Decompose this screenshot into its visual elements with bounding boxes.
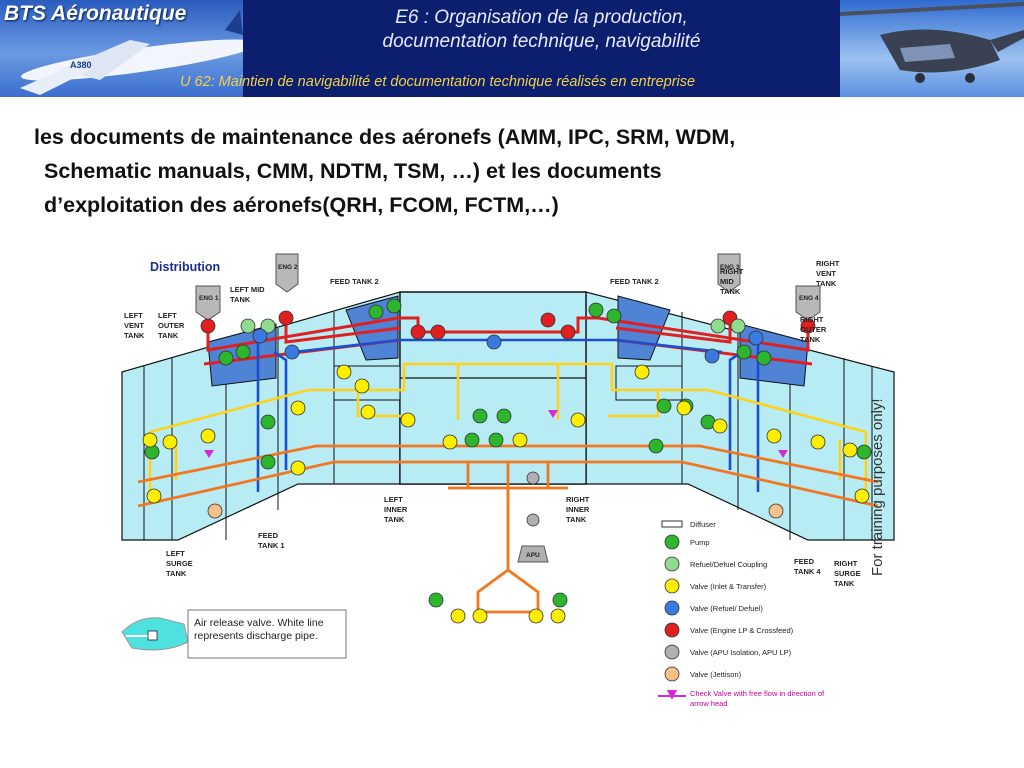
legend-label-5: Valve (Engine LP & Crossfeed): [690, 626, 794, 635]
helicopter-image: [840, 0, 1024, 97]
page-subtitle: U 62: Maintien de navigabilité et docume…: [180, 74, 696, 90]
legend: Diffuser Pump Refuel/Defuel Coupling Val…: [658, 520, 825, 708]
legend-label-4: Valve (Refuel/ Defuel): [690, 604, 763, 613]
apu-unit: APU: [517, 545, 549, 563]
check-valve-label: Check Valve with free flow in direction …: [690, 689, 825, 708]
page-title: E6 : Organisation de la production, docu…: [243, 6, 840, 54]
apu-label: APU: [526, 552, 540, 559]
wing-tanks: [121, 291, 895, 541]
brand-title: BTS Aéronautique: [4, 2, 187, 25]
legend-label-1: Pump: [690, 538, 710, 547]
legend-label-3: Valve (Inlet & Transfer): [690, 582, 767, 591]
diagram-title: Distribution: [150, 260, 220, 274]
title-line-2: documentation technique, navigabilité: [382, 31, 701, 52]
heading-line-1: les documents de maintenance des aéronef…: [34, 125, 736, 149]
title-line-1: E6 : Organisation de la production,: [395, 7, 688, 28]
heading-line-3: d’exploitation des aéronefs(QRH, FCOM, F…: [44, 193, 559, 217]
feed-tank-2-right-label: FEED TANK 2: [610, 277, 659, 286]
engine-1-label: ENG 1: [199, 295, 219, 302]
legend-label-0: Diffuser: [690, 520, 716, 529]
helicopter-illustration: [840, 2, 1024, 83]
training-watermark: For training purposes only!: [869, 398, 886, 576]
legend-label-6: Valve (APU Isolation, APU LP): [690, 648, 792, 657]
feed-tank-2-left-label: FEED TANK 2: [330, 277, 379, 286]
engine-2-label: ENG 2: [278, 264, 298, 271]
valves-and-pumps: [142, 298, 872, 624]
engine-3-label: ENG 3: [720, 264, 740, 271]
legend-label-7: Valve (Jettison): [690, 670, 742, 679]
heading-line-2: Schematic manuals, CMM, NDTM, TSM, …) et…: [44, 159, 662, 183]
engine-4-label: ENG 4: [799, 295, 819, 302]
svg-text:A380: A380: [70, 60, 92, 70]
legend-label-2: Refuel/Defuel Coupling: [690, 560, 767, 569]
fuel-distribution-diagram: Distribution: [121, 253, 895, 708]
a380-illustration: A380: [20, 10, 243, 95]
aircraft-image: A380 BTS Aéronautique: [0, 0, 243, 97]
engine-pods: ENG 1 ENG 2 ENG 3 ENG 4: [195, 253, 821, 321]
header-banner: A380 BTS Aéronautique E6 : Organisation …: [0, 0, 1024, 97]
documents-heading: les documents de maintenance des aéronef…: [34, 120, 994, 222]
